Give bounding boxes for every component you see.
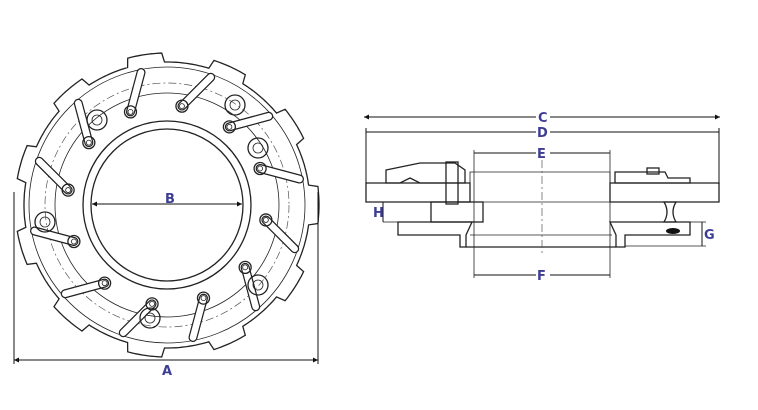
vane-slot-inner	[31, 227, 78, 245]
bolt-boss	[224, 94, 246, 116]
vane-hole	[97, 276, 112, 290]
vane-hole	[61, 183, 75, 197]
vane-hole-center	[242, 264, 249, 271]
dimension-c-label: C	[538, 111, 548, 126]
outer-contour	[16, 52, 320, 358]
ring-circle	[54, 92, 280, 318]
inner-bore	[90, 128, 244, 282]
vane-slot-inner	[178, 74, 214, 110]
vane-hole-center	[257, 165, 264, 172]
bolt-hole	[252, 142, 264, 154]
bolt-hole	[144, 312, 156, 324]
ring-circle	[28, 66, 306, 344]
vane-slot-inner	[241, 264, 259, 310]
vane-hole	[253, 161, 267, 176]
vane-hole-center	[101, 280, 108, 287]
vane-slot-inner	[256, 165, 303, 183]
vane-hole	[123, 105, 138, 119]
vane-hole-center	[85, 139, 92, 146]
spacer-block	[430, 201, 484, 223]
main-plate-right	[609, 182, 720, 203]
vane-slot-inner	[75, 100, 93, 146]
spacer-pin	[662, 201, 678, 223]
ring-circle	[44, 82, 290, 328]
bolt-boss	[86, 109, 108, 131]
vane-hole	[82, 135, 96, 150]
dimension-a-label: A	[162, 364, 172, 379]
vane-hole	[238, 260, 252, 275]
vane-slot-inner	[262, 216, 298, 252]
vane-hole-center	[200, 295, 207, 302]
dimension-d-label: D	[537, 126, 548, 141]
dimension-b-label: B	[165, 192, 175, 207]
vane-slot-inner	[127, 69, 145, 116]
lower-plate-right	[608, 221, 691, 248]
front-view: B A	[13, 52, 320, 379]
vane-hole-center	[226, 123, 233, 130]
vane-hole	[222, 120, 237, 134]
vane-hole-center	[179, 103, 185, 110]
bolt-boss	[34, 211, 56, 233]
dimension-e-label: E	[537, 147, 546, 162]
dimension-g-label: G	[704, 228, 715, 243]
bolt-hole	[39, 216, 51, 228]
label-bg	[536, 124, 550, 138]
vane-hole	[175, 99, 189, 113]
bolt-hole	[229, 99, 241, 111]
bolt-boss	[247, 137, 269, 159]
seal	[666, 228, 680, 234]
bolt-boss	[139, 307, 161, 329]
main-plate-left	[365, 182, 471, 203]
vane-hole-center	[149, 300, 155, 307]
vane-hole-center	[70, 238, 77, 245]
label-bg	[536, 109, 550, 123]
label-bg	[536, 145, 550, 159]
vane-hole-center	[262, 217, 269, 223]
ring-geometry	[16, 52, 320, 358]
bolt-hole	[91, 114, 103, 126]
vane-slot-inner	[62, 279, 108, 297]
dimension-f-label: F	[537, 269, 546, 284]
bolt-boss	[247, 274, 269, 296]
vane-hole	[196, 291, 211, 305]
vane-hole-center	[127, 108, 134, 115]
dimension-h-label: H	[373, 206, 384, 221]
vane-lever	[385, 162, 466, 184]
top-ring-right	[614, 171, 691, 184]
vane-slot-inner	[226, 113, 272, 131]
bolt	[445, 161, 459, 205]
bore	[469, 171, 611, 203]
vane-slot-inner	[36, 158, 72, 194]
vane-hole	[145, 297, 159, 311]
vane-hole	[67, 234, 81, 249]
bolt-hole	[252, 279, 264, 291]
pin-head	[646, 167, 660, 175]
vane-hole	[259, 213, 273, 227]
vane-hole-center	[65, 187, 72, 193]
label-bg	[536, 267, 550, 281]
section-view: C D E F H G	[364, 109, 720, 284]
lower-plate-left	[397, 221, 474, 248]
inner-bore-outer	[82, 120, 252, 290]
vane-slot-inner	[189, 294, 207, 341]
